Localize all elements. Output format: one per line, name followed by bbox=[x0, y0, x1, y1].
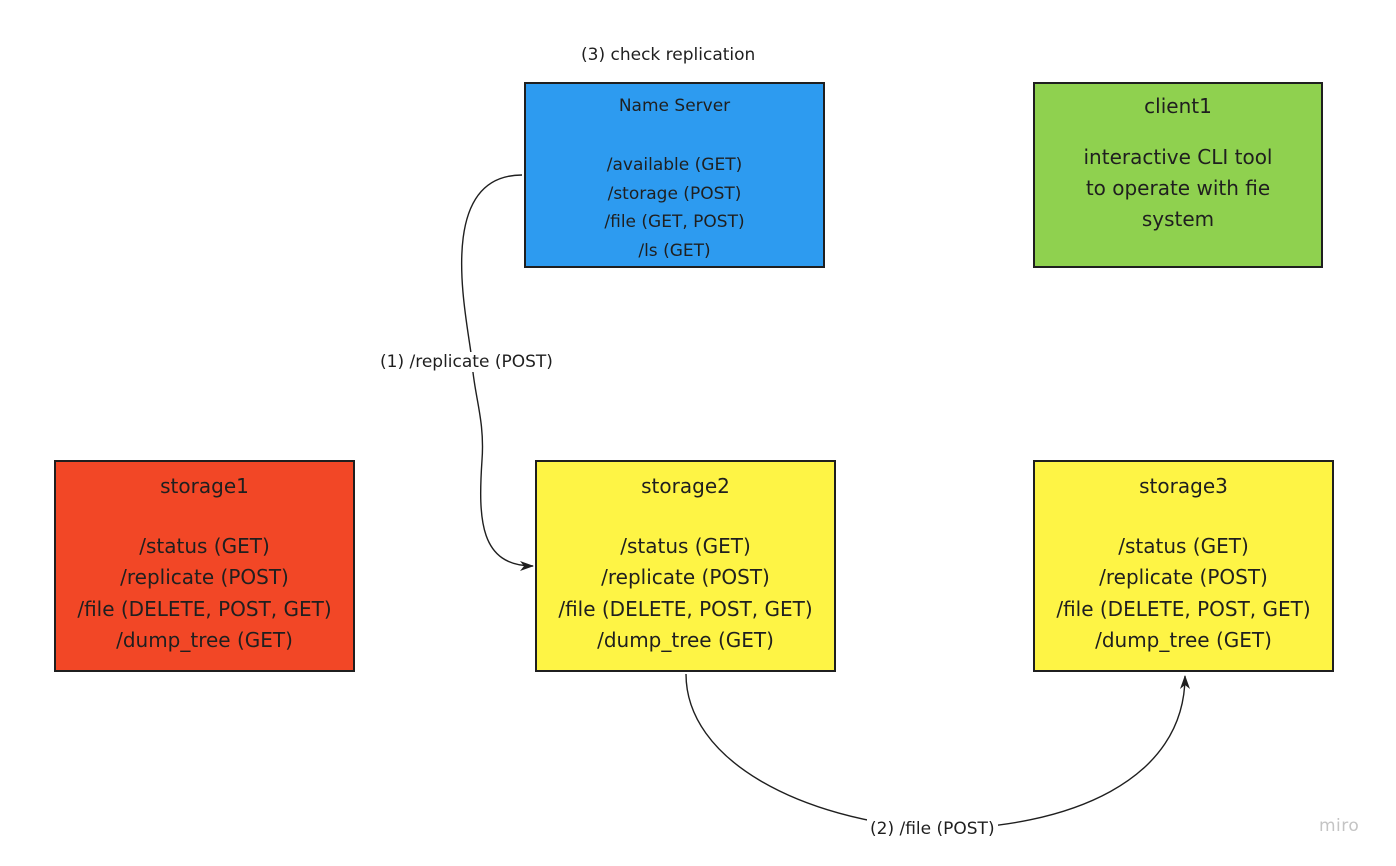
endpoint-replicate: /replicate (POST) bbox=[1099, 565, 1268, 590]
endpoint-status: /status (GET) bbox=[139, 534, 270, 558]
check-replication-label: (3) check replication bbox=[581, 45, 756, 65]
endpoint-file: /file (DELETE, POST, GET) bbox=[77, 596, 332, 621]
replicate-connector-label: (1) /replicate (POST) bbox=[380, 352, 553, 372]
endpoint-dump-tree: /dump_tree (GET) bbox=[116, 627, 293, 652]
endpoint-replicate: /replicate (POST) bbox=[120, 565, 289, 590]
replicate-connector[interactable] bbox=[460, 174, 534, 571]
storage1-title: storage1 bbox=[160, 474, 249, 498]
name-server-node[interactable]: Name Server /available (GET) /storage (P… bbox=[524, 82, 825, 268]
file-post-connector-label: (2) /file (POST) bbox=[867, 819, 998, 839]
endpoint-available: /available (GET) bbox=[606, 155, 743, 175]
client1-node[interactable]: client1 interactive CLI tool to operate … bbox=[1033, 82, 1323, 268]
endpoint-file: /file (GET, POST) bbox=[604, 212, 745, 232]
client1-description-line: to operate with fie bbox=[1085, 176, 1271, 200]
endpoint-dump-tree: /dump_tree (GET) bbox=[597, 627, 774, 652]
endpoint-status: /status (GET) bbox=[620, 534, 751, 558]
endpoint-dump-tree: /dump_tree (GET) bbox=[1095, 627, 1272, 652]
client1-description-line: system bbox=[1141, 207, 1215, 231]
endpoint-file: /file (DELETE, POST, GET) bbox=[558, 596, 813, 621]
endpoint-replicate: /replicate (POST) bbox=[601, 565, 770, 590]
storage3-node[interactable]: storage3 /status (GET) /replicate (POST)… bbox=[1033, 460, 1334, 672]
endpoint-ls: /ls (GET) bbox=[638, 240, 711, 261]
name-server-title: Name Server bbox=[618, 96, 731, 116]
endpoint-storage: /storage (POST) bbox=[607, 183, 742, 204]
endpoint-status: /status (GET) bbox=[1118, 534, 1249, 558]
storage2-title: storage2 bbox=[641, 474, 730, 498]
storage2-node[interactable]: storage2 /status (GET) /replicate (POST)… bbox=[535, 460, 836, 672]
file-post-connector[interactable] bbox=[685, 673, 1190, 830]
client1-description-line: interactive CLI tool bbox=[1083, 145, 1273, 169]
endpoint-file: /file (DELETE, POST, GET) bbox=[1056, 596, 1311, 621]
client1-title: client1 bbox=[1144, 94, 1212, 118]
miro-watermark: miro bbox=[1319, 816, 1360, 836]
storage1-node[interactable]: storage1 /status (GET) /replicate (POST)… bbox=[54, 460, 355, 672]
storage3-title: storage3 bbox=[1139, 474, 1228, 498]
